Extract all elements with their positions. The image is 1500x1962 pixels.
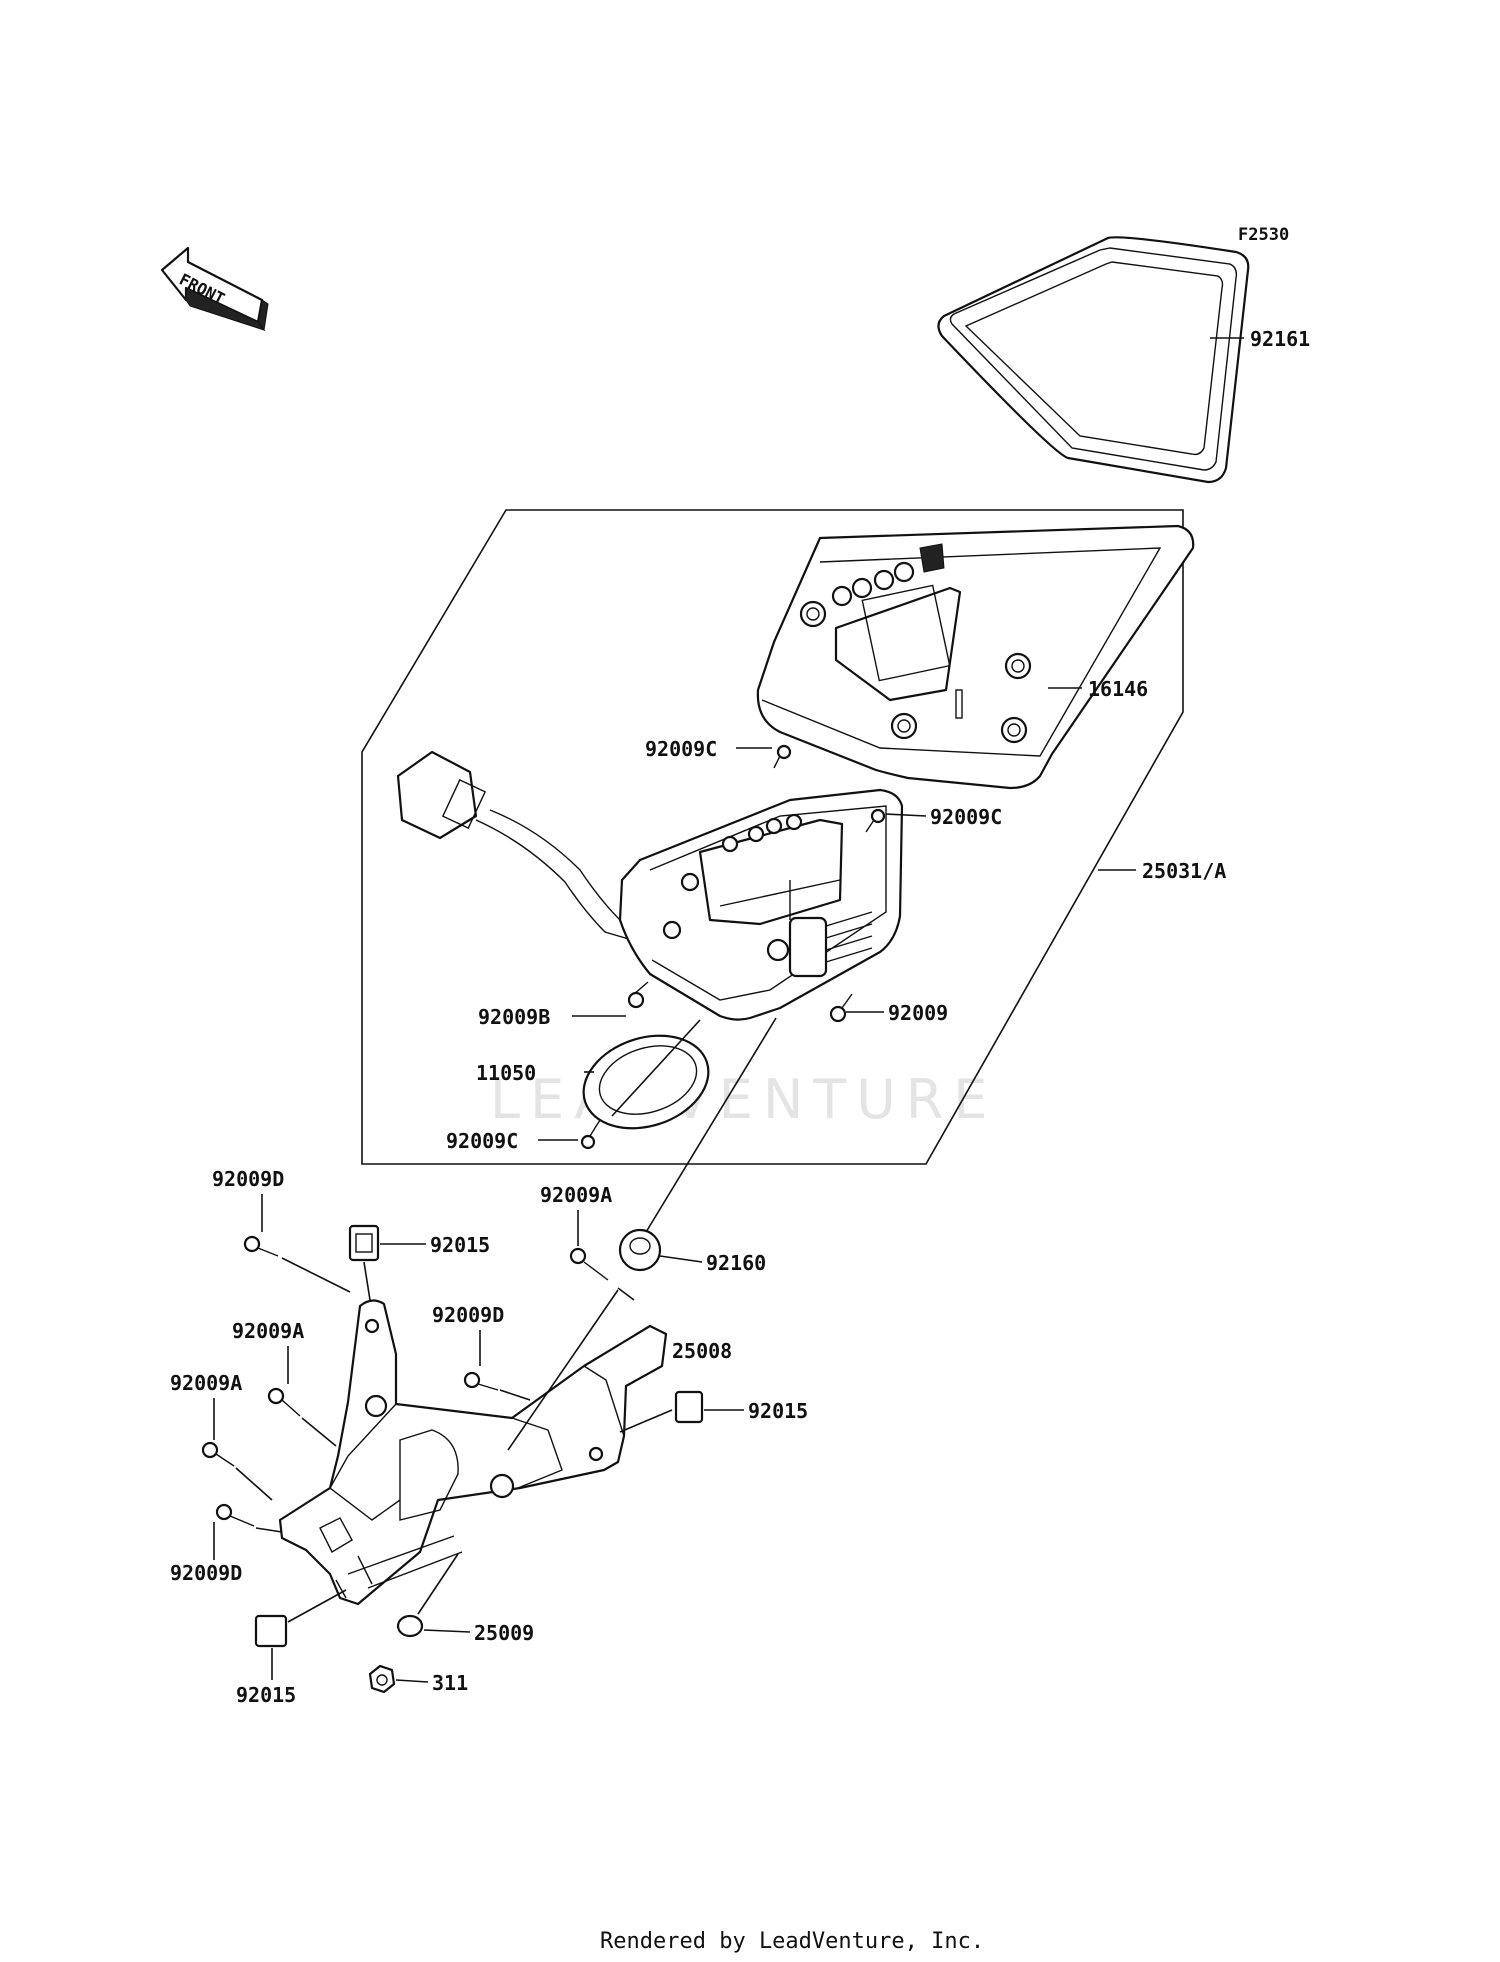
footer-credit: Rendered by LeadVenture, Inc.	[600, 1929, 984, 1954]
clip-92015-bottom	[254, 1589, 347, 1680]
assembly-outline	[361, 509, 1184, 1165]
meter-body-part	[618, 788, 904, 1021]
part-label: 92009A	[540, 1183, 612, 1207]
screw-92009D-bottom	[213, 1503, 283, 1560]
screw-92009D-top	[243, 1194, 351, 1293]
screw-92009A-left2	[201, 1398, 273, 1501]
part-label: 11050	[476, 1061, 536, 1085]
part-label: 92161	[1250, 327, 1310, 351]
screw-92009A-left1	[267, 1346, 337, 1447]
bracket-part	[278, 1299, 668, 1606]
part-label: 92009C	[446, 1129, 518, 1153]
part-label: 92009C	[645, 737, 717, 761]
washer-25009	[396, 1553, 471, 1638]
clip-92015-right	[619, 1390, 744, 1433]
part-label: 92015	[430, 1233, 490, 1257]
diagram-code: F2530	[1238, 225, 1289, 245]
grommet-92160	[507, 1228, 703, 1451]
screw-92009A-mid	[569, 1210, 635, 1301]
part-label: 25009	[474, 1621, 534, 1645]
part-label: 92160	[706, 1251, 766, 1275]
part-label: 92009A	[232, 1319, 304, 1343]
part-label: 92009A	[170, 1371, 242, 1395]
part-label: 92015	[748, 1399, 808, 1423]
clip-92015-top	[348, 1224, 426, 1301]
meter-cover-part	[756, 524, 1195, 790]
part-label: 25031/A	[1142, 859, 1226, 883]
part-label: 92009B	[478, 1005, 550, 1029]
part-label: 25008	[672, 1339, 732, 1363]
screw-icons	[580, 744, 886, 1150]
watermark-text: LEADVENTURE	[490, 1068, 997, 1131]
wire-connector-part	[396, 750, 641, 941]
gasket-part	[582, 1034, 710, 1130]
part-label: 92009D	[170, 1561, 242, 1585]
nut-311	[368, 1664, 429, 1694]
part-label: 92009	[888, 1001, 948, 1025]
part-label: 92009D	[212, 1167, 284, 1191]
part-label: 16146	[1088, 677, 1148, 701]
part-label: 92009D	[432, 1303, 504, 1327]
bezel-ring-part	[937, 236, 1250, 484]
front-arrow-icon: FRONT	[160, 246, 269, 332]
part-label: 92015	[236, 1683, 296, 1707]
part-label: 311	[432, 1671, 468, 1695]
part-label: 92009C	[930, 805, 1002, 829]
screw-92009D-mid	[463, 1330, 531, 1401]
